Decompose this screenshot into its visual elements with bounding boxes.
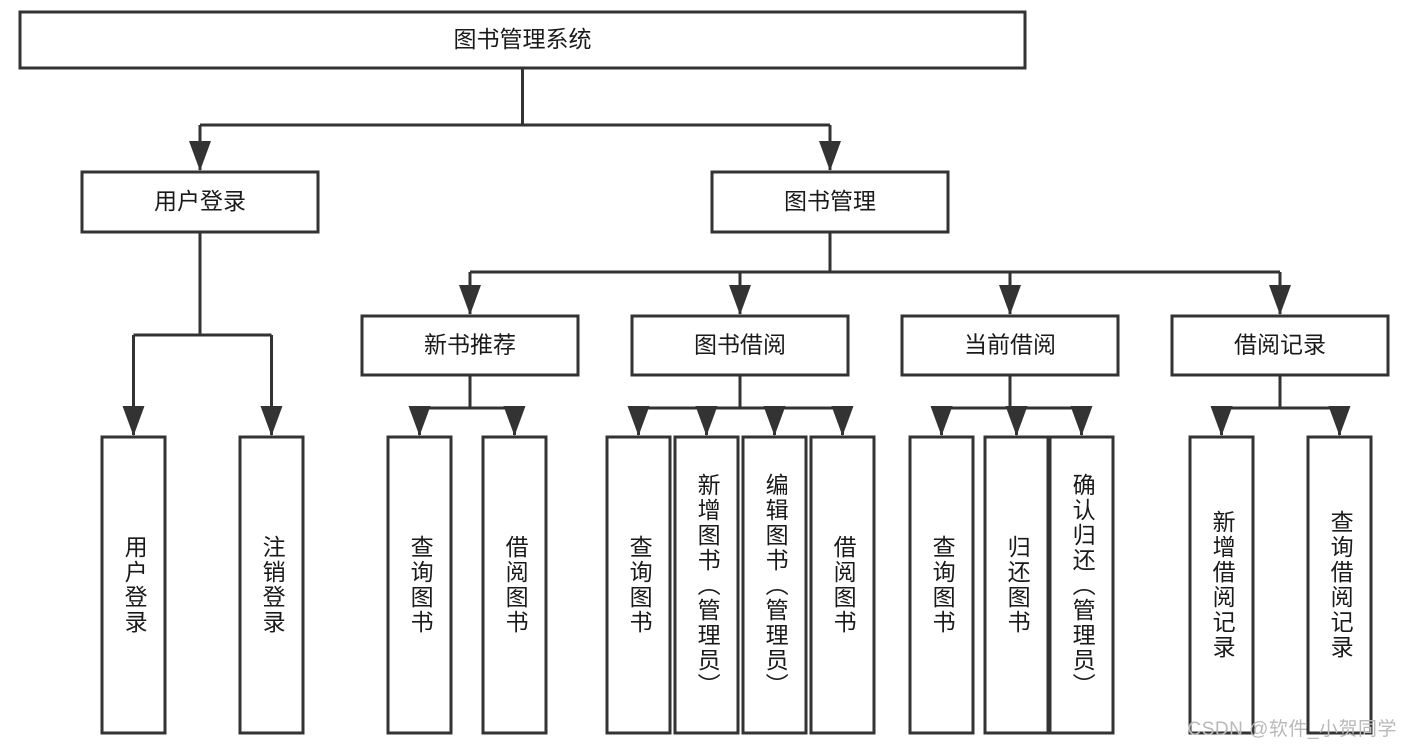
node-label-root: 图书管理系统 (454, 26, 592, 52)
book-manage-to-level3-arrowhead (999, 285, 1021, 315)
node-box-leaf-user-login[interactable] (100, 435, 167, 735)
book-borrow-to-leaves-arrowhead (831, 406, 854, 436)
book-borrow-to-leaves-arrowhead (695, 406, 718, 436)
node-label-borrow-record: 借阅记录 (1234, 332, 1326, 358)
book-manage-to-level3-arrowhead (1269, 285, 1291, 315)
node-box-current-borrow[interactable] (900, 314, 1120, 377)
node-box-leaf-add-record[interactable] (1188, 435, 1255, 735)
borrow-record-to-leaves-arrowhead (1210, 406, 1233, 436)
current-borrow-to-leaves-arrowhead (930, 406, 953, 436)
user-login-to-leaves-arrowhead (260, 406, 283, 436)
node-box-leaf-query-book[interactable] (605, 435, 672, 735)
root-to-level2-arrowhead (819, 141, 841, 171)
node-box-leaf-borrow-book-rec[interactable] (481, 435, 548, 735)
node-box-leaf-borrow-book[interactable] (809, 435, 876, 735)
node-box-leaf-edit-book[interactable] (741, 435, 808, 735)
node-box-leaf-add-book[interactable] (673, 435, 740, 735)
node-box-root[interactable] (18, 10, 1027, 70)
book-manage-to-level3-arrowhead (459, 285, 481, 315)
book-borrow-to-leaves-arrowhead (627, 406, 650, 436)
current-borrow-to-leaves-arrowhead (1005, 406, 1028, 436)
node-label-new-book-rec: 新书推荐 (424, 332, 516, 358)
current-borrow-to-leaves-arrowhead (1070, 406, 1093, 436)
node-box-borrow-record[interactable] (1170, 314, 1390, 377)
node-box-leaf-query-book-cur[interactable] (908, 435, 975, 735)
node-box-leaf-query-record[interactable] (1306, 435, 1373, 735)
node-label-book-manage: 图书管理 (784, 188, 876, 214)
node-box-leaf-confirm-return[interactable] (1048, 435, 1115, 735)
root-to-level2-arrowhead (189, 141, 211, 171)
new-book-rec-to-leaves-arrowhead (408, 406, 431, 436)
node-box-user-login[interactable] (80, 170, 320, 234)
node-box-book-manage[interactable] (710, 170, 950, 234)
borrow-record-to-leaves-arrowhead (1328, 406, 1351, 436)
node-box-leaf-return-book[interactable] (983, 435, 1050, 735)
new-book-rec-to-leaves-arrowhead (503, 406, 526, 436)
node-label-book-borrow: 图书借阅 (694, 332, 786, 358)
connector-links-layer (122, 68, 1351, 436)
book-manage-to-level3-arrowhead (729, 285, 751, 315)
user-login-to-leaves-arrowhead (122, 406, 145, 436)
node-label-user-login: 用户登录 (154, 188, 246, 214)
book-borrow-to-leaves-arrowhead (763, 406, 786, 436)
node-box-book-borrow[interactable] (630, 314, 850, 377)
node-label-current-borrow: 当前借阅 (964, 332, 1056, 358)
node-boxes-layer (18, 10, 1390, 735)
node-box-new-book-rec[interactable] (360, 314, 580, 377)
node-box-leaf-user-logout[interactable] (238, 435, 305, 735)
node-box-leaf-query-book-rec[interactable] (386, 435, 453, 735)
csdn-watermark: CSDN @软件_小贺同学 (1187, 719, 1397, 740)
